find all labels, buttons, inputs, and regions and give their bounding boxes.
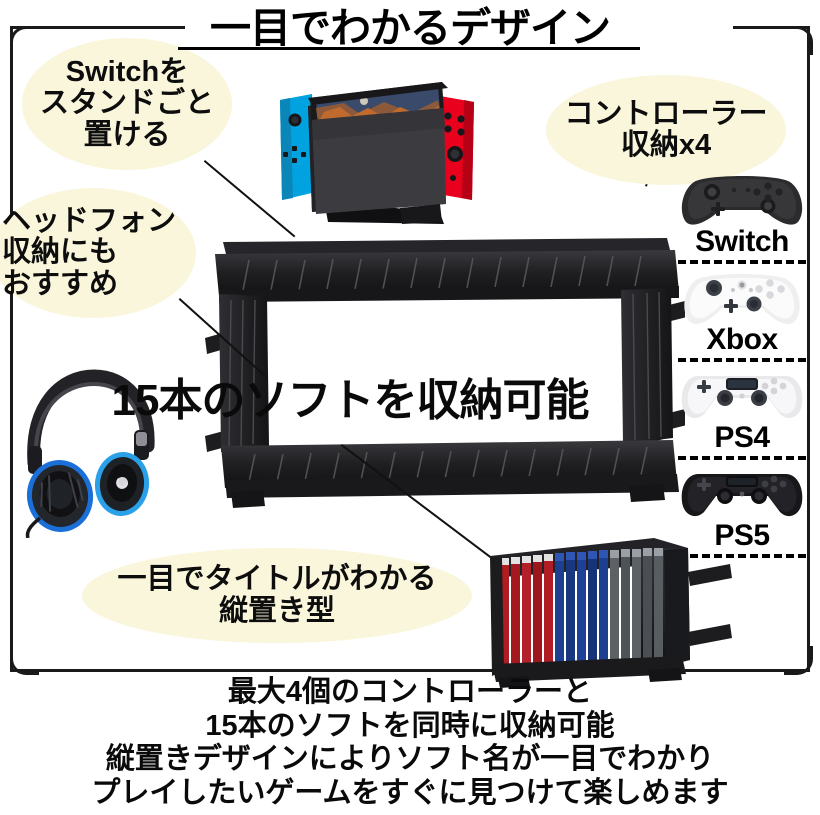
controller-separator-switch [678,260,806,264]
frame-corner-bottom-right [784,646,813,675]
callout-controller-line-1: コントローラー [564,97,768,130]
center-headline: 15本のソフトを収納可能 [111,376,590,425]
controller-label-xbox: Xbox [706,323,778,356]
ps4-dualshock-icon [681,376,803,419]
caption-line-3: 縦置きデザインによりソフト名が一目でわかり [105,743,715,776]
caption-line-2: 15本のソフトを同時に収納可能 [205,709,615,742]
gaming-headphones-image [14,368,164,539]
controller-item-switch: Switch [672,168,812,264]
callout-vertical-design: 一目でタイトルがわかる 縦置き型 [82,548,472,643]
controller-label-ps5: PS5 [714,519,770,552]
frame-bottom-edge [10,669,810,672]
controller-separator-ps5 [678,554,806,558]
callout-switch-stand: Switchを スタンドごと 置ける [22,38,232,170]
controller-separator-xbox [678,358,806,362]
callout-switch-line-1: Switchを [65,56,189,89]
switch-docked-console-image [272,72,494,237]
controller-item-ps5: PS5 [672,462,812,558]
game-storage-rack-loaded-image [482,528,744,688]
frame-left-edge [10,26,13,672]
frame-corner-bottom-left [10,646,39,675]
frame-corner-top-right [784,26,813,55]
callout-switch-line-2: スタンドごと [39,87,214,120]
frame-right-edge [807,26,810,672]
controller-label-switch: Switch [695,225,789,258]
xbox-controller-icon [684,274,800,324]
controller-item-xbox: Xbox [672,266,812,362]
callout-headphone-line-1: ヘッドフォン [2,205,177,238]
frame-corner-top-left [10,26,39,55]
controller-label-ps4: PS4 [714,421,770,454]
callout-headphone-line-3: おすすめ [2,267,119,300]
title-underline [178,47,640,50]
callout-switch-line-3: 置ける [83,118,171,151]
page-title: 一目でわかるデザイン [210,5,611,51]
bottom-caption: 最大4個のコントローラーと 15本のソフトを同時に収納可能 縦置きデザインにより… [0,676,820,811]
callout-headphone-storage: ヘッドフォン 収納にも おすすめ [0,188,196,318]
caption-line-1: 最大4個のコントローラーと [227,676,593,708]
frame-top-right-segment [733,26,810,29]
controller-compatibility-list: Switch Xbox [672,168,812,560]
callout-vertical-line-2: 縦置き型 [218,594,335,627]
ps5-dualsense-icon [681,474,803,517]
callout-headphone-line-2: 収納にも [2,236,119,269]
callout-vertical-line-1: 一目でタイトルがわかる [117,563,437,596]
controller-item-ps4: PS4 [672,364,812,460]
game-storage-rack-image [205,230,699,515]
caption-line-4: プレイしたいゲームをすぐに見つけて楽しめます [91,776,729,809]
controller-separator-ps4 [678,456,806,460]
frame-top-left-segment [10,26,185,29]
switch-pro-controller-icon [681,176,803,225]
callout-controller-storage: コントローラー 収納x4 [546,75,786,185]
callout-controller-line-2: 収納x4 [620,129,712,161]
